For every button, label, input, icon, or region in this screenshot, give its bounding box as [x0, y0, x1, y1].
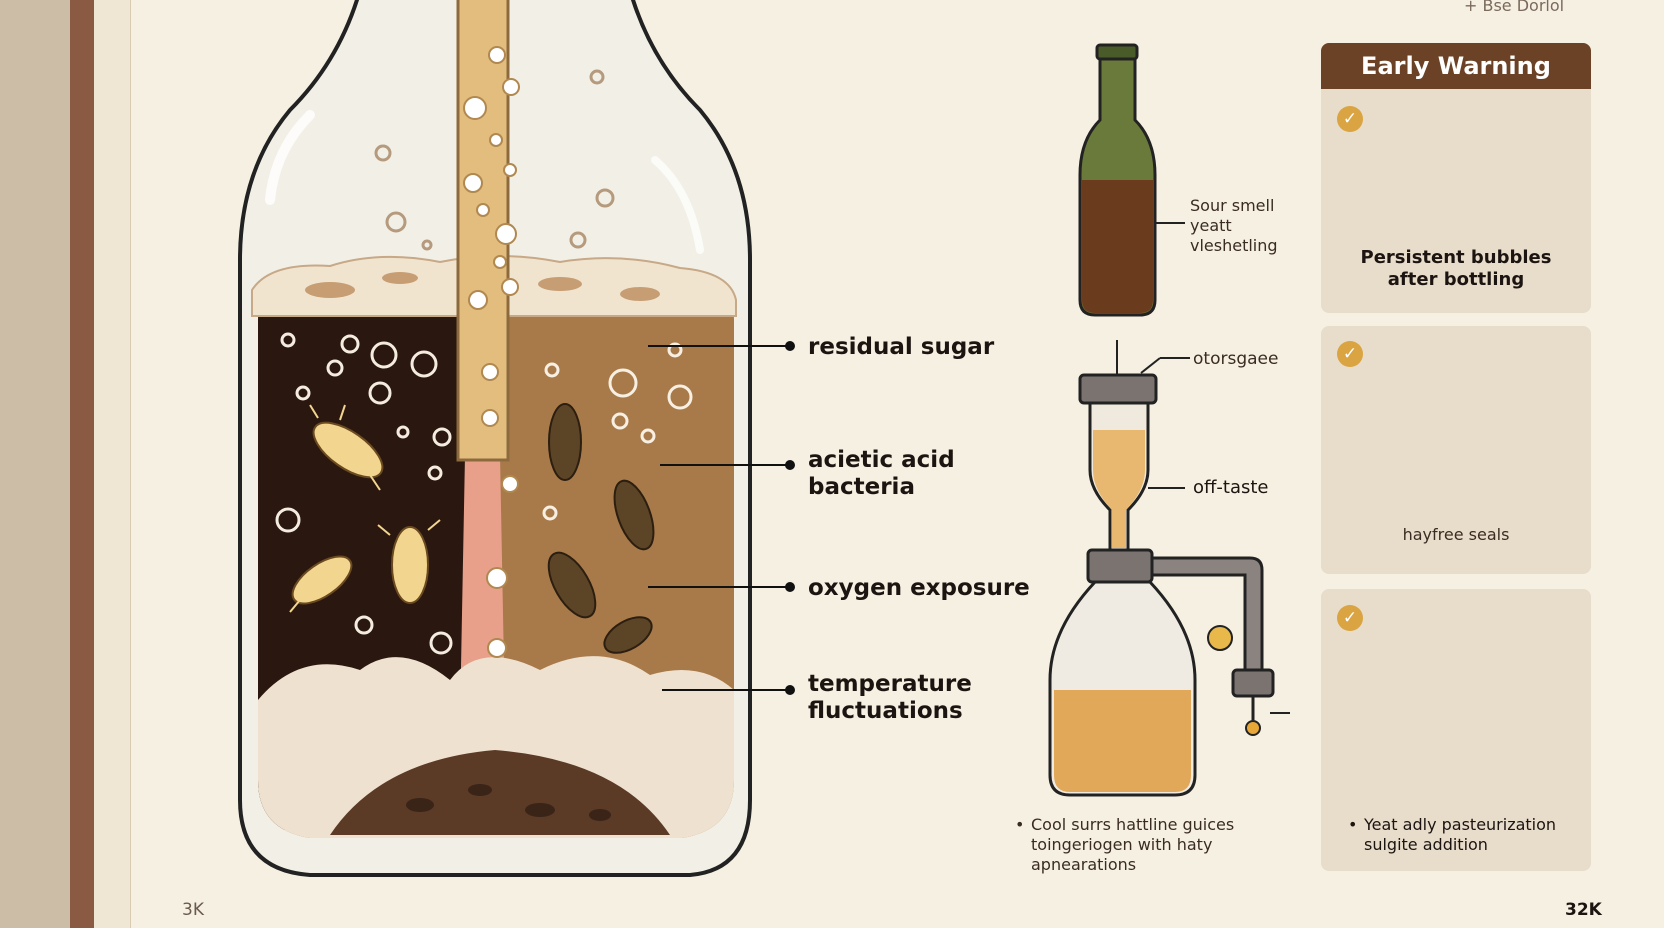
bottle-note-text: Sour smell yeatt vleshetling [1190, 196, 1278, 255]
bacteria-icon [291, 421, 429, 605]
label-acetic-acid-bacteria: acietic acid bacteria [808, 447, 955, 501]
book-page-edge [94, 0, 131, 928]
card2-text: hayfree seals [1402, 525, 1510, 544]
label-oxygen-exposure: oxygen exposure [808, 575, 1030, 601]
book-spine [0, 0, 70, 928]
check-icon: ✓ [1337, 605, 1363, 631]
label-acetic-acid-bacteria-text: acietic acid bacteria [808, 447, 955, 500]
label-temperature-fluctuations: temperature fluctuations [808, 671, 972, 725]
beer-bottle [1078, 43, 1185, 317]
lab-apparatus [1048, 340, 1290, 797]
card3-text: • Yeat adly pasteurization sulgite addit… [1348, 815, 1578, 855]
label-temperature-fluctuations-text: temperature fluctuations [808, 671, 972, 724]
tube-red [300, 455, 700, 790]
check-icon: ✓ [1337, 341, 1363, 367]
bottle-note: Sour smell yeatt vleshetling [1190, 196, 1278, 256]
card1-text-value: Persistent bubbles after bottling [1360, 247, 1552, 290]
bullet-dot: • [1015, 815, 1025, 834]
corner-note: + Bse Dorlol [1464, 0, 1565, 15]
book-spine-stripe [70, 0, 94, 928]
card1-text: Persistent bubbles after bottling [1321, 247, 1591, 291]
apparatus-bottom-note-text: Cool surrs hattline guices toingeriogen … [1031, 815, 1235, 874]
card3-text-value: Yeat adly pasteurization sulgite additio… [1364, 815, 1557, 854]
warning-card-3 [1321, 589, 1591, 871]
label-residual-sugar: residual sugar [808, 334, 995, 360]
footer-right: 32K [1565, 900, 1602, 920]
off-taste-label: off-taste [1193, 477, 1269, 498]
warning-card-2 [1321, 326, 1591, 574]
check-icon: ✓ [1337, 106, 1363, 132]
footer-left: 3K [182, 900, 204, 920]
apparatus-bottom-note: • Cool surrs hattline guices toingerioge… [1015, 815, 1234, 875]
bullet-dot: • [1348, 815, 1358, 834]
early-warning-title: Early Warning [1321, 43, 1591, 89]
apparatus-top-note: otorsgaee [1193, 349, 1279, 369]
